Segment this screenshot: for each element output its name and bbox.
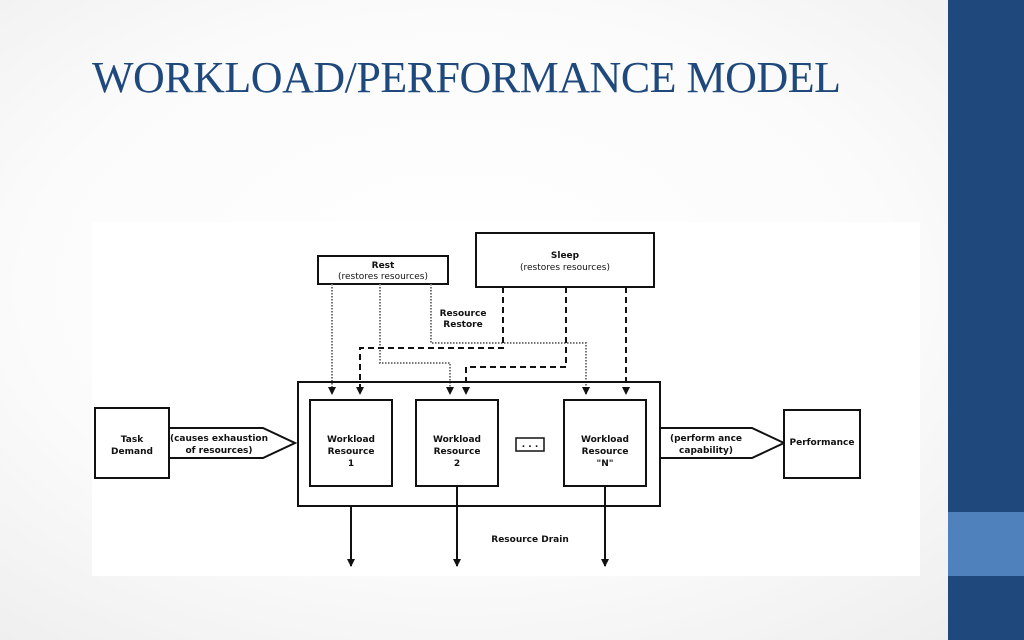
workload-resource-n: Workload Resource "N" (563, 399, 647, 487)
resource-restore-label-2: Restore (443, 320, 482, 330)
ellipsis-box: . . . (515, 437, 545, 452)
svg-text:Resource: Resource (328, 447, 375, 457)
svg-text:Resource: Resource (434, 447, 481, 457)
resource-restore-label: Resource (440, 309, 487, 319)
svg-text:. . .: . . . (522, 440, 539, 450)
svg-text:Performance: Performance (790, 438, 855, 448)
svg-text:1: 1 (348, 459, 354, 469)
svg-text:Workload: Workload (581, 435, 629, 445)
performance-box: Performance (783, 409, 861, 479)
sleep-box: Sleep (restores resources) (475, 232, 655, 288)
svg-text:2: 2 (454, 459, 460, 469)
workload-resource-1: Workload Resource 1 (309, 399, 393, 487)
svg-text:Demand: Demand (111, 447, 153, 457)
workload-performance-diagram: Rest (restores resources) Sleep (restore… (92, 222, 920, 576)
svg-text:"N": "N" (597, 459, 614, 469)
svg-text:of resources): of resources) (185, 446, 252, 456)
rest-restore-lines (328, 284, 590, 395)
slide-title: WORKLOAD/PERFORMANCE MODEL (92, 53, 841, 102)
drain-arrows (347, 486, 609, 567)
svg-text:Resource: Resource (582, 447, 629, 457)
rest-box: Rest (restores resources) (317, 255, 449, 285)
sidebar-accent (948, 512, 1024, 576)
sleep-sublabel: (restores resources) (520, 263, 610, 273)
workload-resource-2: Workload Resource 2 (415, 399, 499, 487)
rest-label: Rest (372, 261, 395, 271)
exhaustion-arrow: (causes exhaustion of resources) (168, 427, 298, 459)
svg-text:Workload: Workload (433, 435, 481, 445)
svg-text:Workload: Workload (327, 435, 375, 445)
svg-text:Task: Task (121, 435, 144, 445)
sleep-label: Sleep (551, 251, 580, 261)
svg-text:(perform ance: (perform ance (670, 434, 742, 444)
svg-text:(causes exhaustion: (causes exhaustion (170, 434, 268, 444)
sleep-restore-lines (356, 287, 630, 395)
capability-arrow: (perform ance capability) (659, 427, 787, 459)
svg-text:capability): capability) (679, 446, 733, 456)
task-demand-box: Task Demand (94, 407, 170, 479)
rest-sublabel: (restores resources) (338, 272, 428, 282)
resource-drain-label: Resource Drain (491, 535, 568, 545)
